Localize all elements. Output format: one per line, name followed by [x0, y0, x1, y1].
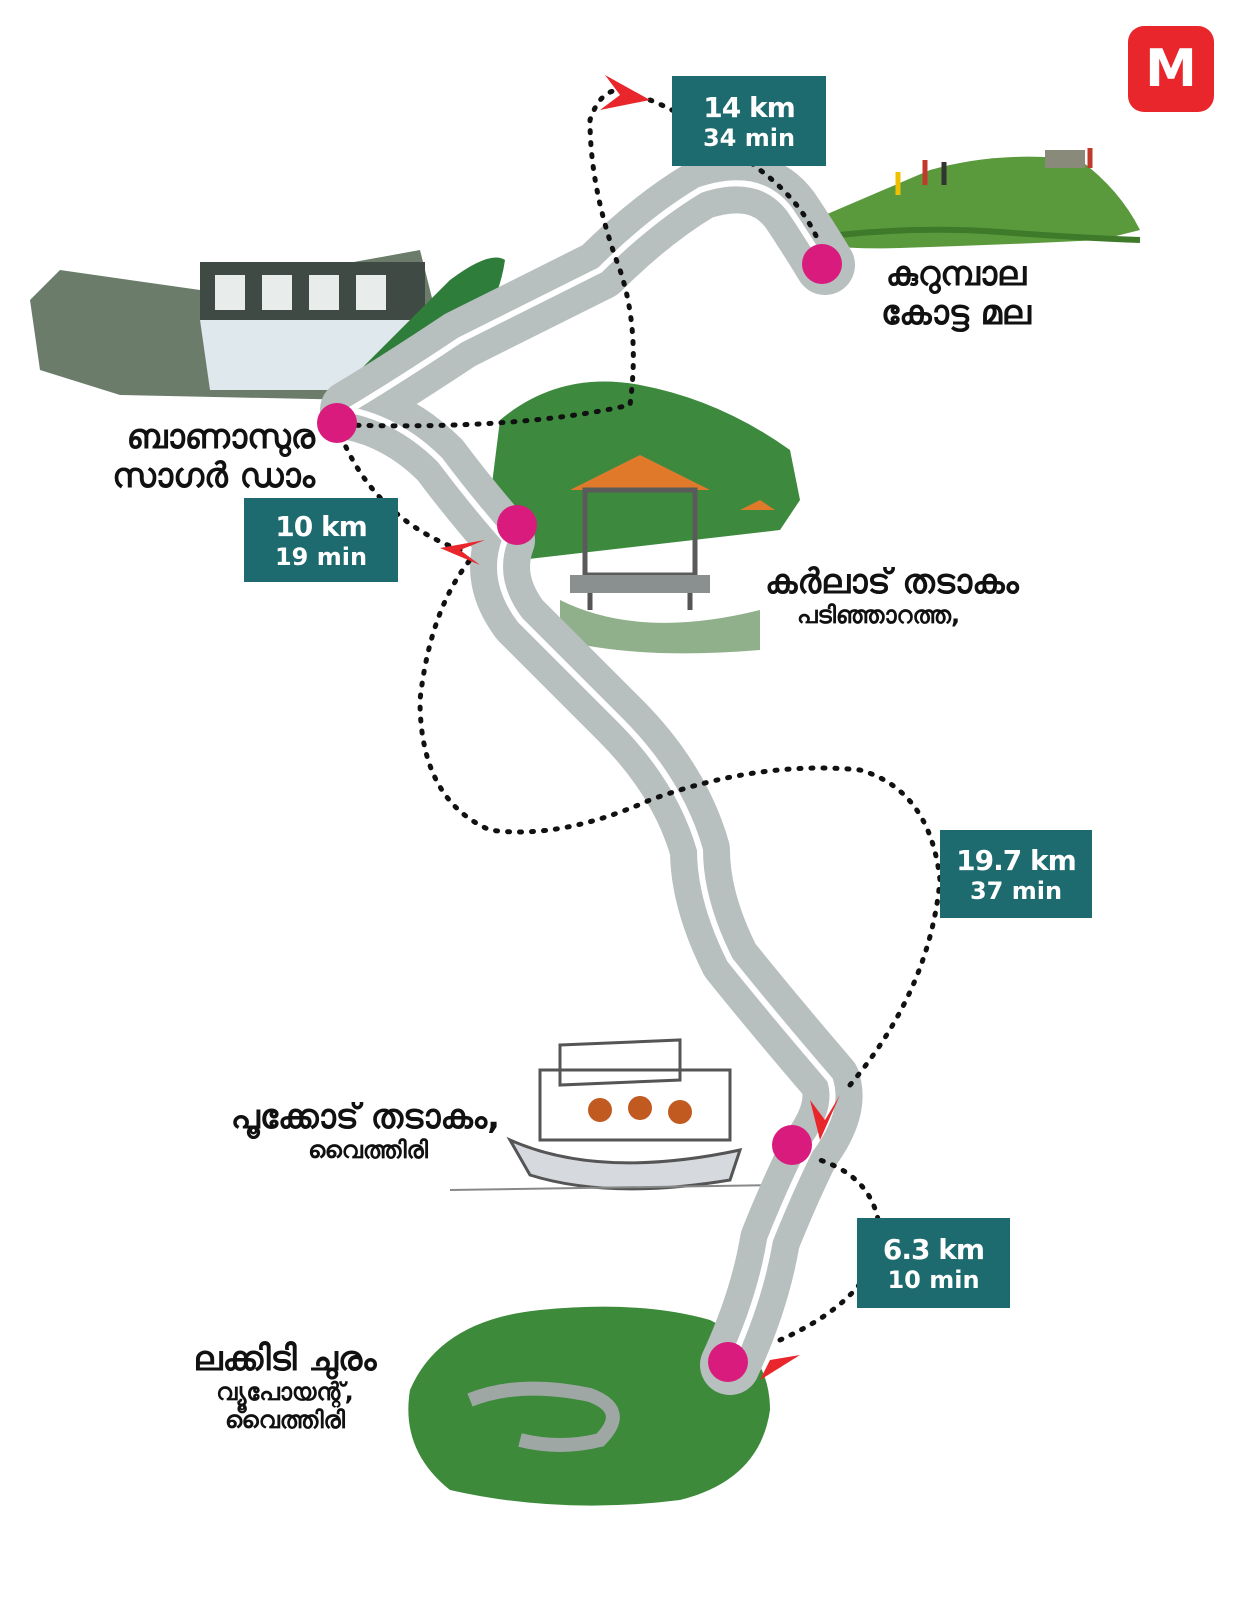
arrow-head-4 [600, 75, 650, 110]
stop-subtitle-line2: വൈത്തിരി [225, 1405, 345, 1434]
stop-label-kurumbalakotta: കുറുമ്പാല കോട്ട മല [866, 254, 1046, 334]
leg-distance: 10 km [275, 509, 368, 543]
leg-duration: 37 min [969, 876, 1063, 905]
leg-path-banasura-kurumbalakotta [647, 97, 821, 243]
lake-gazebo-illustration [490, 381, 800, 654]
arrow-head-1 [760, 1330, 800, 1380]
stop-name: പൂക്കോട് തടാകം, [230, 1097, 500, 1137]
leg-distance: 14 km [703, 90, 796, 124]
stop-marker-pookode [772, 1125, 812, 1165]
stop-marker-karlad [497, 505, 537, 545]
leg-box-3: 19.7 km 37 min [940, 830, 1092, 918]
boat-illustration [449, 1038, 781, 1191]
stop-subtitle: പടിഞ്ഞാറത്ത, [797, 601, 961, 630]
hill-viewpoint-illustration [790, 148, 1141, 249]
stop-marker-banasura [317, 403, 357, 443]
leg-box-4: 6.3 km 10 min [857, 1218, 1010, 1308]
leg-duration: 19 min [274, 542, 368, 571]
leg-path-karlad-banasura [342, 87, 636, 553]
stop-marker-lakkidi [708, 1342, 748, 1382]
stop-name: ലക്കിടി ചുരം [193, 1339, 377, 1379]
stop-label-pookode: പൂക്കോട് തടാകം, വൈത്തിരി [180, 1097, 500, 1165]
stop-subtitle: വ്യൂപോയന്റ്, [216, 1378, 354, 1407]
leg-distance: 6.3 km [882, 1232, 985, 1266]
leg-path-pookode-karlad [417, 557, 943, 1088]
arrow-head-2 [810, 1095, 840, 1140]
stop-marker-kurumbalakotta [802, 244, 842, 284]
leg-duration: 10 min [887, 1265, 980, 1294]
stop-label-lakkidi: ലക്കിടി ചുരം വ്യൂപോയന്റ്, വൈത്തിരി [160, 1339, 410, 1434]
ghat-forest-illustration [408, 1306, 770, 1506]
stop-subtitle: വൈത്തിരി [308, 1136, 428, 1165]
leg-box-2: 10 km 19 min [244, 498, 398, 582]
brand-logo: M [1128, 26, 1214, 112]
arrow-head-3 [440, 540, 485, 565]
stop-label-banasura: ബാണാസുര സാഗർ ഡാം [60, 417, 315, 497]
leg-duration: 34 min [702, 123, 796, 152]
stop-label-karlad: കർലാട് തടാകം പടിഞ്ഞാറത്ത, [765, 562, 1065, 630]
stop-name-line2: സാഗർ ഡാം [112, 456, 315, 497]
stop-name: കർലാട് തടാകം [765, 562, 1019, 602]
leg-distance: 19.7 km [956, 843, 1077, 877]
leg-box-1: 14 km 34 min [672, 76, 826, 166]
road-center-line [347, 180, 836, 1368]
brand-logo-letter: M [1145, 39, 1197, 99]
stop-name: ബാണാസുര [126, 417, 315, 457]
stop-name: കുറുമ്പാല [885, 254, 1027, 294]
stop-name-line2: കോട്ട മല [880, 293, 1031, 334]
